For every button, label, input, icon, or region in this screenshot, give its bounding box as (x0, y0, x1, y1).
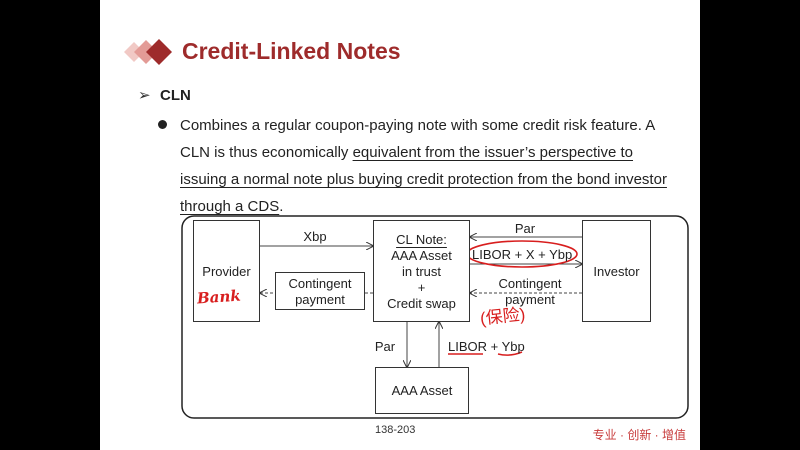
bullet-heading-text: CLN (160, 87, 191, 104)
aaa-asset-label: AAA Asset (391, 383, 453, 398)
paragraph-underlined-text: equivalent from the issuer’s perspective… (180, 144, 667, 215)
ybp-underline-annotation (497, 351, 523, 356)
handwritten-bank: Bank (196, 286, 242, 308)
libor-x-ybp-label: LIBOR + X + Ybp (472, 247, 573, 262)
handwritten-insurance: (保险) (479, 304, 527, 329)
provider-label: Provider (202, 264, 251, 279)
diamond-decoration-icon (124, 39, 172, 65)
cl-note-box: CL Note: AAA Asset in trust + Credit swa… (373, 220, 470, 322)
cl-note-title: CL Note: (396, 232, 447, 247)
arrow-bullet-icon: ➢ (138, 87, 151, 104)
slide-title: Credit-Linked Notes (182, 38, 401, 64)
provider-box: Provider (193, 220, 260, 322)
diagram-frame (181, 215, 689, 419)
round-bullet-icon (158, 120, 167, 129)
libor-ybp-ybp: Ybp (501, 339, 525, 354)
footer-tagline: 专业 · 创新 · 增值 (592, 428, 686, 442)
cl-note-line-3: in trust (401, 264, 441, 279)
paragraph-text-2: . (279, 198, 284, 215)
paragraph-text-1: Combines a regular coupon-paying note wi… (180, 117, 655, 161)
contingent-right-line-1: Contingent (498, 276, 562, 291)
body-paragraph: Combines a regular coupon-paying note wi… (180, 112, 680, 220)
libor-ybp-plus: + (487, 339, 502, 354)
contingent-left-line-1: Contingent (288, 276, 352, 291)
contingent-left-box: Contingent payment (275, 272, 365, 310)
page-number: 138-203 (375, 424, 416, 436)
slide: Credit-Linked Notes ➢ CLN Combines a regu… (100, 0, 700, 450)
investor-box: Investor (582, 220, 651, 322)
xbp-label: Xbp (303, 229, 327, 244)
contingent-right-line-2: payment (505, 292, 555, 307)
aaa-asset-box: AAA Asset (375, 367, 469, 414)
cl-note-line-2: AAA Asset (391, 248, 452, 263)
par-bottom-label: Par (374, 339, 396, 354)
investor-label: Investor (593, 264, 640, 279)
cl-note-line-4: + (417, 280, 426, 295)
cl-note-line-5: Credit swap (387, 296, 456, 311)
libor-ybp-libor: LIBOR (448, 339, 488, 354)
bullet-heading: ➢ CLN (138, 86, 191, 104)
libor-ybp-label: LIBOR + Ybp (448, 339, 525, 354)
par-top-label: Par (514, 221, 536, 236)
contingent-left-line-2: payment (295, 292, 345, 307)
